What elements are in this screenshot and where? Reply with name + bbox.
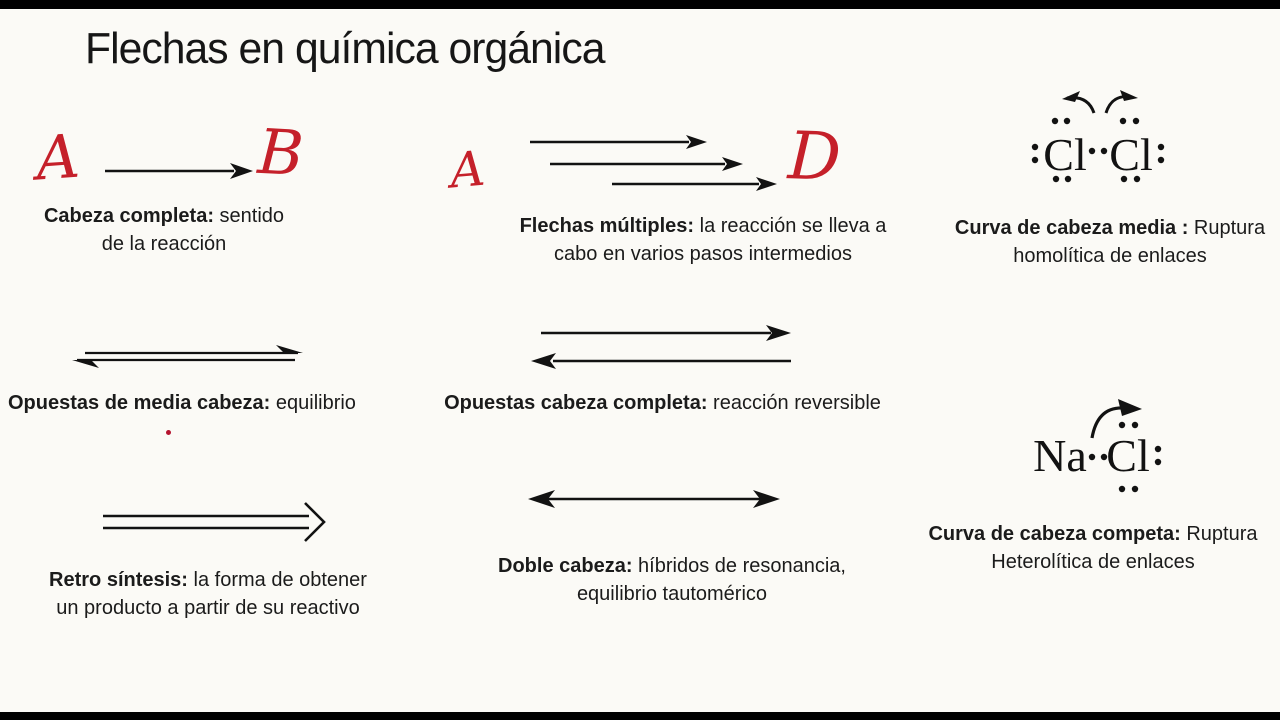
arrow-head-icon (722, 157, 743, 171)
reversible-arrows (531, 325, 791, 369)
caption-line2: cabo en varios pasos intermedios (554, 243, 852, 265)
caption-text: la forma de obtener (187, 569, 367, 591)
electron-dots (1031, 117, 1165, 183)
curved-full-arrow (1090, 406, 1125, 439)
hand-letter-d: D (786, 117, 843, 196)
caption-text: la reacción se lleva a (694, 215, 887, 237)
atom-na: Na (1033, 430, 1087, 481)
open-arrow-head-icon (304, 502, 326, 542)
caption-lead: Flechas múltiples: (519, 215, 695, 237)
homolytic-cleavage-structure: Cl Cl (1031, 90, 1165, 183)
arrow-head-icon (1118, 399, 1142, 416)
caption-curva-completa: Curva de cabeza competa: Ruptura Heterol… (917, 520, 1269, 576)
caption-line2: homolítica de enlaces (1013, 245, 1207, 267)
arrow-head-icon (766, 325, 791, 341)
caption-flechas-multiples: Flechas múltiples: la reacción se lleva … (483, 212, 923, 268)
caption-lead: Opuestas de media cabeza: (8, 392, 271, 414)
arrow-head-icon (531, 353, 556, 369)
caption-text: híbridos de resonancia, (632, 555, 846, 577)
caption-line2: Heterolítica de enlaces (991, 551, 1195, 573)
arrow-head-icon (756, 177, 777, 191)
caption-cabeza-completa: Cabeza completa: sentido de la reacción (18, 202, 310, 258)
half-arrow-head-icon (1062, 91, 1080, 102)
caption-text: equilibrio (270, 392, 356, 414)
arrow-head-icon (686, 135, 707, 149)
hand-letter-a2: A (447, 140, 488, 200)
half-arrow-head-icon (72, 360, 99, 368)
electron-dots (1088, 421, 1162, 493)
caption-line2: equilibrio tautomérico (576, 583, 768, 605)
hand-letter-a: A (33, 121, 82, 195)
caption-curva-media: Curva de cabeza media : Ruptura homolíti… (945, 214, 1275, 270)
caption-text: reacción reversible (707, 392, 881, 414)
caption-lead: Curva de cabeza media : (954, 217, 1189, 239)
caption-line2: un producto a partir de su reactivo (56, 597, 360, 619)
caption-text: Ruptura (1188, 217, 1266, 239)
caption-lead: Doble cabeza: (498, 555, 633, 577)
multi-step-arrows (530, 135, 777, 191)
retrosynthesis-arrow (103, 502, 326, 542)
caption-lead: Opuestas cabeza completa: (444, 392, 708, 414)
caption-opuestas-media: Opuestas de media cabeza: equilibrio (8, 389, 356, 417)
half-head-equilibrium-arrows (72, 345, 303, 368)
atom-cl: Cl (1106, 430, 1149, 481)
atom-cl-left: Cl (1043, 129, 1086, 180)
caption-retro-sintesis: Retro síntesis: la forma de obtener un p… (32, 566, 384, 622)
caption-text: sentido (214, 205, 285, 227)
letterbox-bottom (0, 712, 1280, 720)
caption-lead: Curva de cabeza competa: (928, 523, 1181, 545)
atom-cl-right: Cl (1109, 129, 1152, 180)
arrow-head-icon (753, 490, 780, 508)
caption-line2: de la reacción (101, 233, 227, 255)
caption-lead: Retro síntesis: (49, 569, 188, 591)
caption-doble-cabeza: Doble cabeza: híbridos de resonancia, eq… (467, 552, 877, 608)
hand-letter-b: B (256, 114, 306, 191)
caption-lead: Cabeza completa: (43, 205, 214, 227)
letterbox-top (0, 0, 1280, 9)
half-arrow-head-icon (276, 345, 303, 353)
arrow-head-icon (528, 490, 555, 508)
heterolytic-cleavage-structure: Na Cl (1033, 399, 1162, 493)
caption-text: Ruptura (1180, 523, 1258, 545)
arrow-head-icon (230, 163, 253, 179)
full-head-arrow (105, 163, 253, 179)
page-title: Flechas en química orgánica (85, 24, 605, 73)
half-arrow-head-icon (1120, 90, 1138, 101)
caption-opuestas-completa: Opuestas cabeza completa: reacción rever… (430, 389, 895, 417)
double-headed-arrow (528, 490, 780, 508)
stray-red-dot (166, 430, 171, 435)
